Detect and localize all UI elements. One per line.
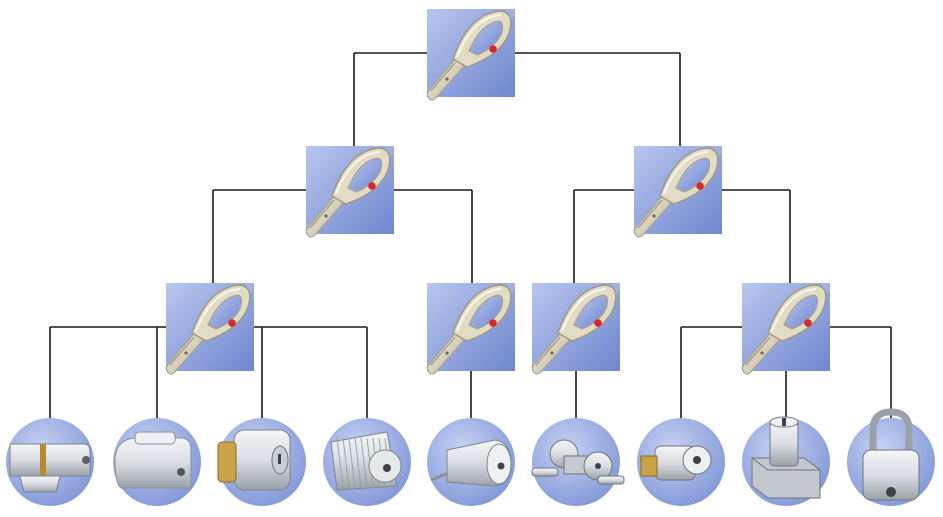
lever-handle-lock-icon (531, 439, 625, 485)
round-cylinder (323, 418, 411, 506)
sub-master-key-1 (162, 279, 258, 375)
euro-profile-cylinder (6, 418, 94, 506)
master-key-right (630, 142, 726, 238)
grand-master-key (423, 5, 519, 101)
connector-lines (49, 52, 892, 462)
lever-handle-lock (531, 418, 625, 506)
sub-master-key-3 (528, 279, 624, 375)
key-icon (165, 284, 251, 375)
key-dot-icon (228, 319, 236, 327)
padlock (847, 408, 935, 506)
key-dot-icon (489, 45, 497, 53)
cam-lock (427, 418, 515, 506)
cam-lock-icon (430, 439, 512, 487)
furniture-lock (637, 418, 725, 506)
key-dot-icon (368, 182, 376, 190)
key-dot-icon (594, 319, 602, 327)
key-icon (531, 284, 617, 375)
padlock-icon (862, 408, 920, 501)
rim-cylinder (217, 418, 306, 506)
rim-cylinder-icon (217, 429, 291, 491)
sub-master-key-4 (738, 279, 834, 375)
key-nodes (162, 5, 834, 375)
key-dot-icon (804, 319, 812, 327)
box-lock-icon (751, 416, 821, 499)
key-dot-icon (696, 182, 704, 190)
oval-cylinder-icon (114, 431, 192, 489)
key-icon (426, 284, 512, 375)
key-icon (633, 147, 719, 238)
key-icon (426, 10, 512, 101)
master-key-left (302, 142, 398, 238)
sub-master-key-2 (423, 279, 519, 375)
key-dot-icon (489, 319, 497, 327)
oval-cylinder (113, 418, 201, 506)
key-icon (305, 147, 391, 238)
lock-nodes (6, 408, 935, 506)
euro-cylinder-icon (9, 443, 91, 493)
round-cylinder-icon (330, 431, 402, 491)
key-icon (741, 284, 827, 375)
box-lock (742, 416, 830, 506)
furniture-lock-icon (640, 445, 712, 481)
